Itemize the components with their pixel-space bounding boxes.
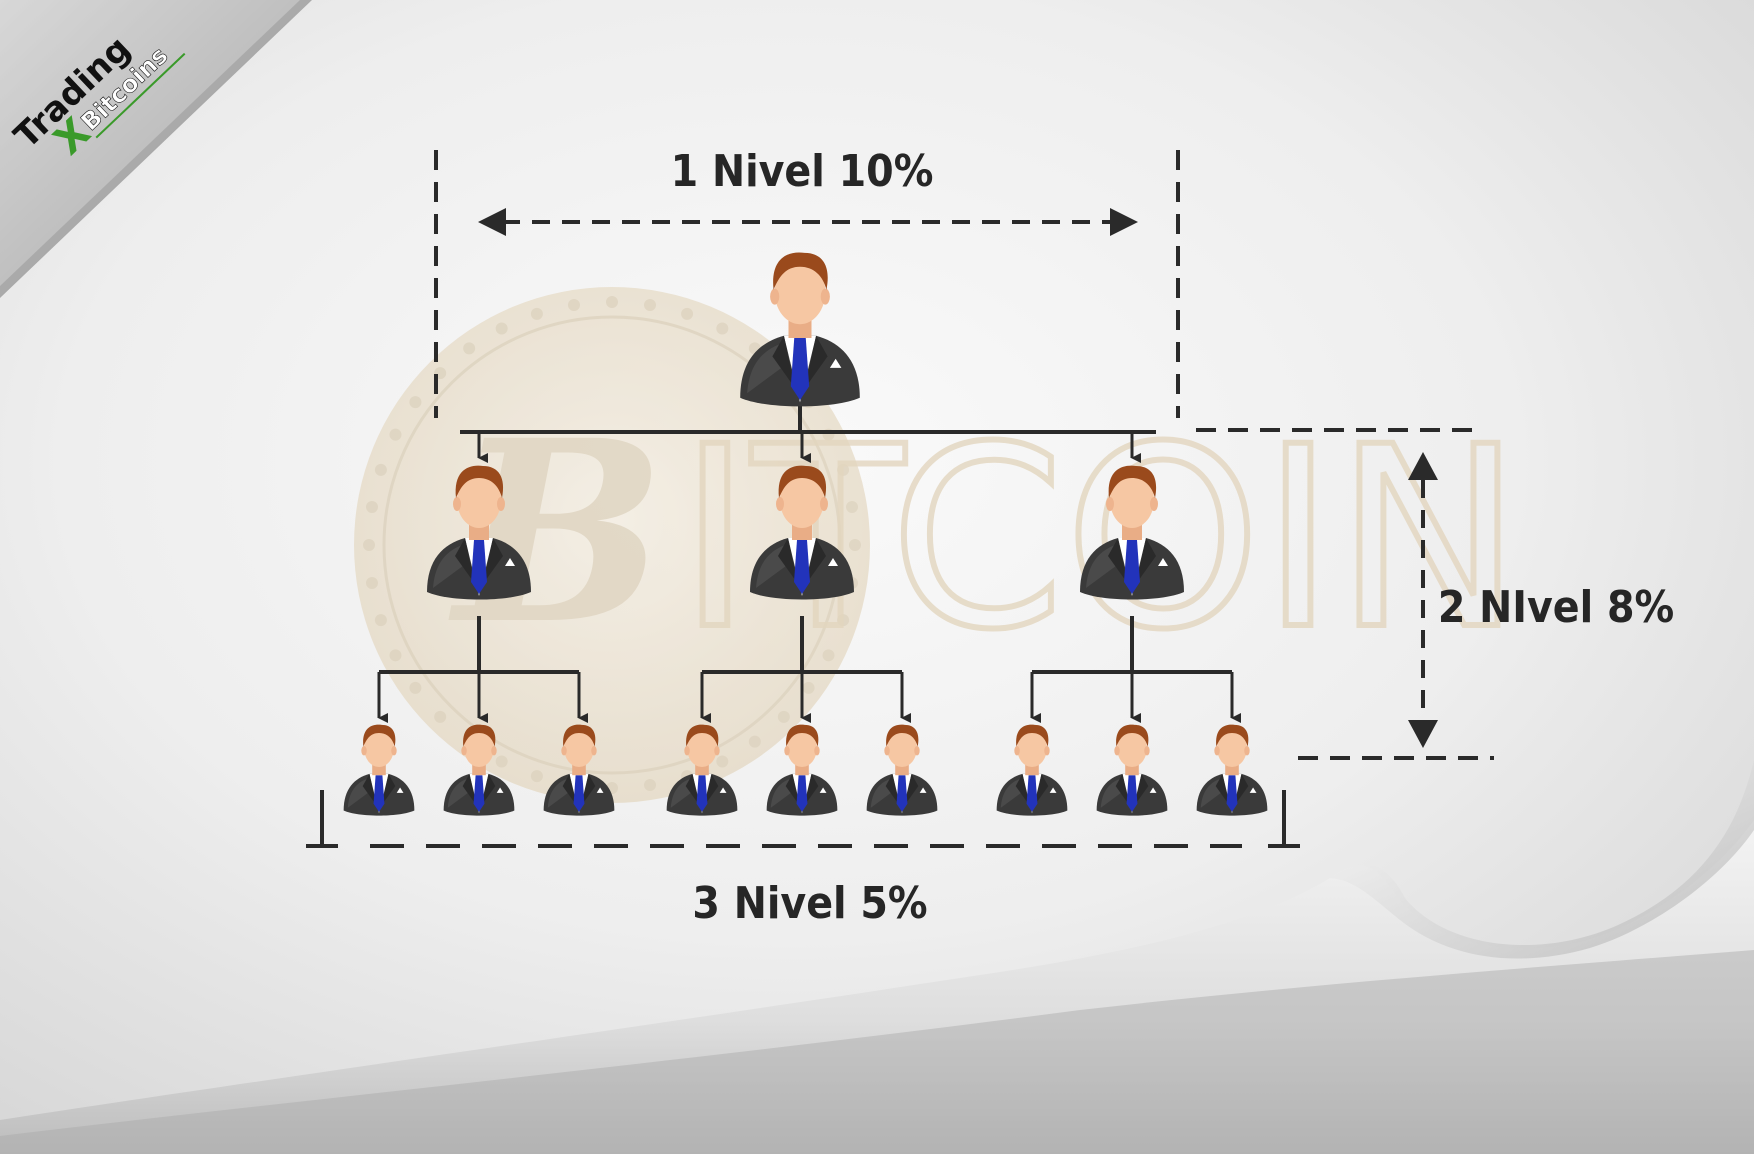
org-tree [343, 252, 1268, 816]
businessman-icon [740, 252, 860, 407]
logo-corner: Trading Bitcoins X [0, 0, 312, 298]
businessman-icon [443, 724, 515, 816]
vertical-double-arrow-icon [1408, 452, 1438, 748]
businessman-icon [1196, 724, 1268, 816]
businessman-icon [766, 724, 838, 816]
level3-label: 3 Nivel 5% [692, 878, 927, 929]
businessman-icon [666, 724, 738, 816]
tree-connectors [377, 406, 1241, 723]
businessman-icon [1080, 465, 1184, 600]
businessman-icon [750, 465, 854, 600]
double-arrow-icon [478, 208, 1138, 236]
page-curl-icon [0, 760, 1754, 1154]
level2-label: 2 NIvel 8% [1438, 582, 1674, 633]
businessman-icon [427, 465, 531, 600]
businessman-icon [1096, 724, 1168, 816]
businessman-icon [996, 724, 1068, 816]
level1-dimension [434, 150, 1180, 418]
level2-dimension [1196, 428, 1494, 760]
level1-label: 1 Nivel 10% [671, 146, 934, 197]
businessman-icon [866, 724, 938, 816]
businessman-icon [343, 724, 415, 816]
level3-dimension [306, 790, 1300, 848]
businessman-icon [543, 724, 615, 816]
